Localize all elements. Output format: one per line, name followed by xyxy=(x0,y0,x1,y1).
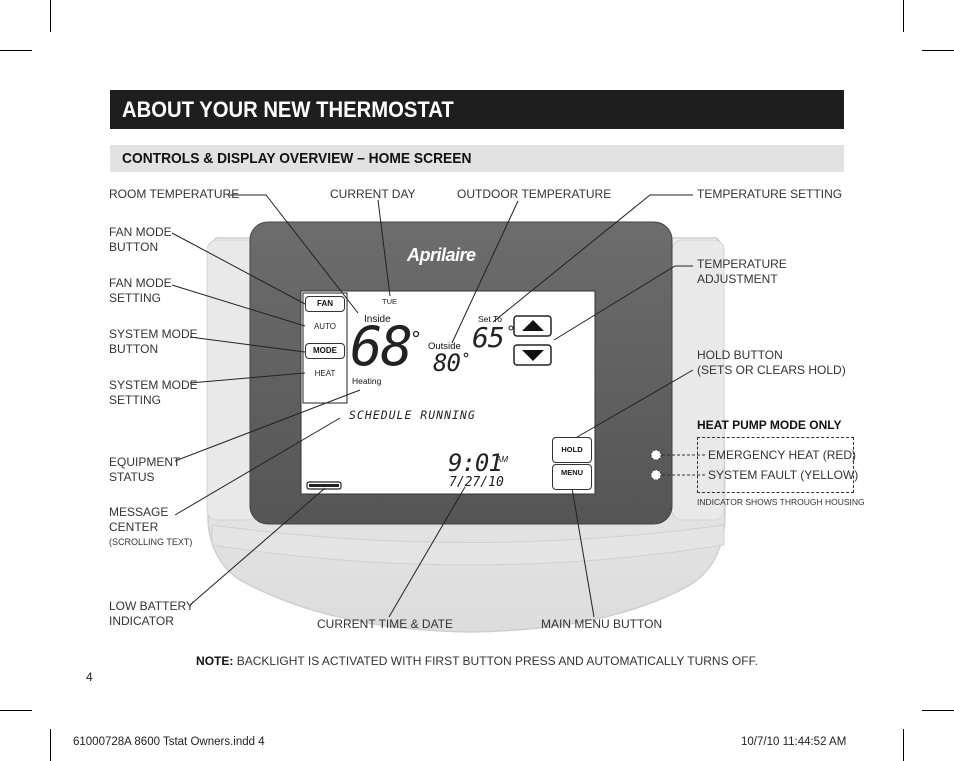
page-title-banner: ABOUT YOUR NEW THERMOSTAT xyxy=(110,90,844,129)
label-main-menu-button: MAIN MENU BUTTON xyxy=(541,617,663,631)
crop-mark xyxy=(50,0,51,32)
backlight-note: NOTE: BACKLIGHT IS ACTIVATED WITH FIRST … xyxy=(0,654,954,668)
note-text: BACKLIGHT IS ACTIVATED WITH FIRST BUTTON… xyxy=(233,654,758,668)
housing-bottom-lip xyxy=(211,524,725,566)
crop-mark xyxy=(0,50,32,51)
current-time: 9:01 xyxy=(448,449,503,477)
heat-pump-note: INDICATOR SHOWS THROUGH HOUSING xyxy=(697,497,865,507)
page-title: ABOUT YOUR NEW THERMOSTAT xyxy=(122,97,454,122)
label-fan-mode-setting: FAN MODE SETTING xyxy=(109,276,172,305)
outside-label: Outside xyxy=(428,341,461,352)
menu-button[interactable]: MENU xyxy=(552,464,592,490)
crop-mark xyxy=(922,710,954,711)
down-arrow-icon xyxy=(522,350,544,361)
crop-mark xyxy=(903,729,904,761)
heat-pump-box xyxy=(697,437,854,493)
label-fan-mode-button: FAN MODE BUTTON xyxy=(109,225,172,254)
crop-mark xyxy=(0,710,32,711)
page-number: 4 xyxy=(86,670,93,684)
heat-pump-title: HEAT PUMP MODE ONLY xyxy=(697,418,842,432)
label-temperature-adjustment: TEMPERATURE ADJUSTMENT xyxy=(697,257,787,286)
label-current-time-date: CURRENT TIME & DATE xyxy=(317,617,454,631)
label-outdoor-temperature: OUTDOOR TEMPERATURE xyxy=(457,187,612,201)
label-hold-button: HOLD BUTTON (SETS OR CLEARS HOLD) xyxy=(697,348,846,377)
message-center: SCHEDULE RUNNING xyxy=(349,408,476,422)
label-low-battery: LOW BATTERY INDICATOR xyxy=(109,599,194,628)
inside-temperature: 68 xyxy=(350,315,413,378)
fan-setting: AUTO xyxy=(313,322,337,331)
footer-timestamp: 10/7/10 11:44:52 AM xyxy=(741,736,847,748)
section-heading-bar: CONTROLS & DISPLAY OVERVIEW – HOME SCREE… xyxy=(110,145,844,172)
set-to-label: Set To xyxy=(478,314,502,324)
system-fault-indicator xyxy=(650,469,662,481)
brand-logo: Aprilaire xyxy=(407,245,476,265)
label-system-fault: SYSTEM FAULT (YELLOW) xyxy=(708,468,859,482)
note-prefix: NOTE: xyxy=(196,654,234,668)
label-system-mode-setting: SYSTEM MODE SETTING xyxy=(109,378,198,407)
crop-mark xyxy=(903,0,904,32)
crop-mark xyxy=(50,729,51,761)
leader-lines xyxy=(171,194,694,618)
mode-button[interactable]: MODE xyxy=(305,343,345,359)
set-temperature: 65 xyxy=(472,321,505,354)
label-equipment-status: EQUIPMENT STATUS xyxy=(109,455,181,484)
mode-setting: HEAT xyxy=(314,369,336,378)
inside-label: Inside xyxy=(364,314,391,325)
outside-temperature: 80 xyxy=(433,349,461,377)
hold-button[interactable]: HOLD xyxy=(552,437,592,463)
label-current-day: CURRENT DAY xyxy=(330,187,416,201)
current-date: 7/27/10 xyxy=(449,475,504,490)
fan-button[interactable]: FAN xyxy=(305,296,345,312)
label-emergency-heat: EMERGENCY HEAT (RED) xyxy=(708,448,857,462)
am-pm: AM xyxy=(496,455,508,464)
label-message-center: MESSAGE CENTER (SCROLLING TEXT) xyxy=(109,505,193,547)
label-system-mode-button: SYSTEM MODE BUTTON xyxy=(109,327,198,356)
crop-mark xyxy=(922,50,954,51)
label-temperature-setting: TEMPERATURE SETTING xyxy=(697,187,843,201)
heating-status: Heating xyxy=(352,376,382,386)
section-heading: CONTROLS & DISPLAY OVERVIEW – HOME SCREE… xyxy=(122,150,472,167)
emergency-heat-indicator xyxy=(650,449,662,461)
current-day: TUE xyxy=(382,297,397,306)
up-arrow-icon xyxy=(522,320,544,331)
footer-filename: 61000728A 8600 Tstat Owners.indd 4 xyxy=(73,736,265,748)
label-room-temperature: ROOM TEMPERATURE xyxy=(109,187,240,201)
